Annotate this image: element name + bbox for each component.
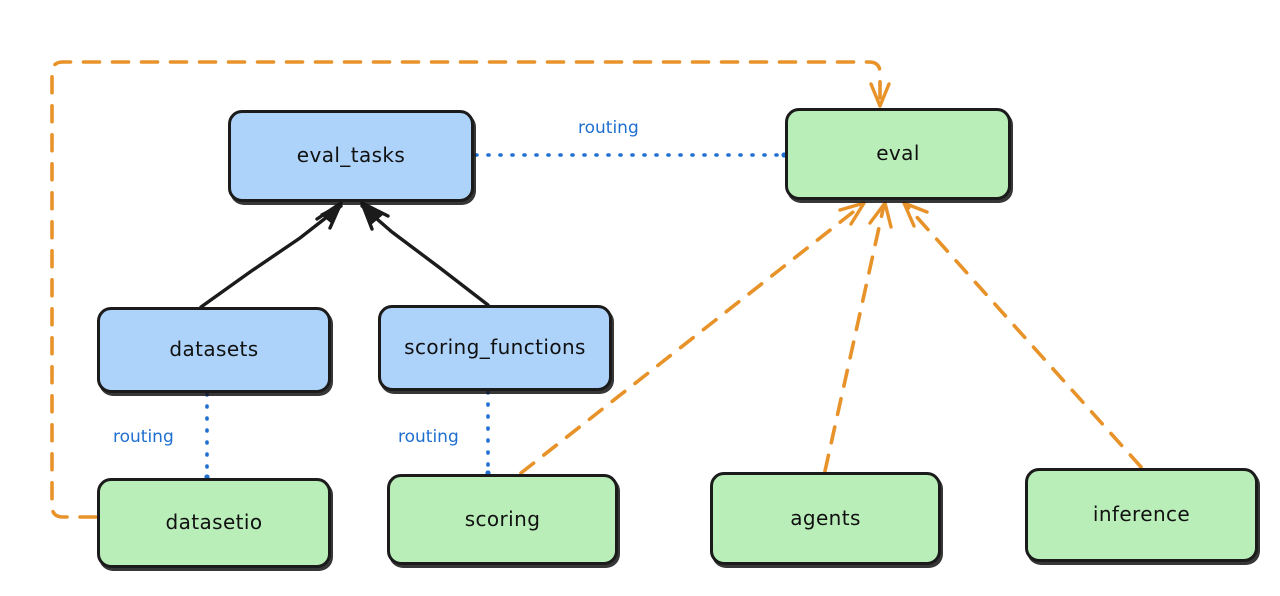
edge-label-routing-datasets: routing <box>113 427 174 447</box>
edge-datasets-to-eval-tasks <box>199 201 343 309</box>
node-eval[interactable]: eval <box>785 108 1011 200</box>
node-label-scoring: scoring <box>464 506 541 531</box>
edge-inference-to-eval <box>902 201 1143 469</box>
node-label-datasets: datasets <box>169 337 259 361</box>
node-label-agents: agents <box>790 505 861 530</box>
edge-datasets-to-datasetio-routing <box>204 392 210 480</box>
node-agents[interactable]: agents <box>710 472 941 565</box>
node-scoring[interactable]: scoring <box>387 474 618 565</box>
node-label-scoring-functions: scoring_functions <box>404 335 586 359</box>
node-inference[interactable]: inference <box>1025 468 1258 562</box>
edge-scoring-functions-to-eval-tasks <box>360 201 490 307</box>
node-label-eval-tasks: eval_tasks <box>296 143 406 167</box>
edge-agents-to-eval <box>823 201 893 473</box>
node-datasets[interactable]: datasets <box>97 307 331 393</box>
node-eval-tasks[interactable]: eval_tasks <box>228 110 474 202</box>
node-label-eval: eval <box>876 141 920 165</box>
edge-scoring-functions-to-scoring-routing <box>485 390 491 476</box>
node-label-inference: inference <box>1092 502 1191 526</box>
edge-label-routing-eval: routing <box>578 118 639 138</box>
edge-eval-tasks-to-eval-routing <box>474 152 787 158</box>
edge-label-routing-scoring: routing <box>398 427 459 447</box>
node-datasetio[interactable]: datasetio <box>97 478 331 568</box>
node-label-datasetio: datasetio <box>165 510 263 534</box>
node-scoring-functions[interactable]: scoring_functions <box>378 305 612 391</box>
